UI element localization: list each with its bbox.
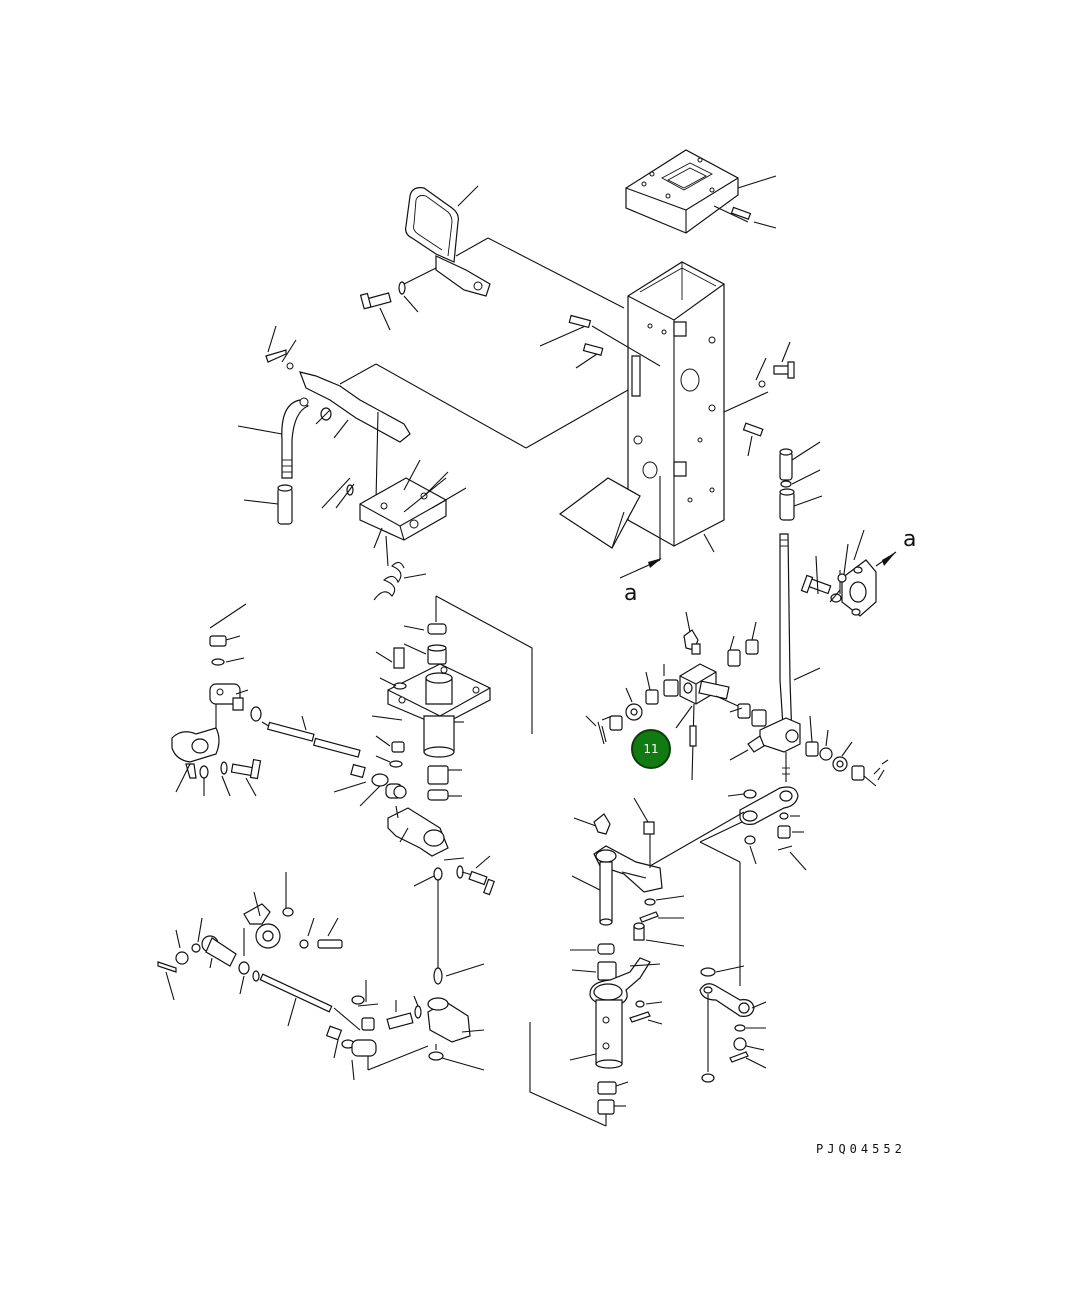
console-cover	[626, 150, 776, 233]
right-control-lever	[760, 442, 896, 786]
handle-assembly	[361, 186, 624, 330]
left-linkage	[172, 604, 402, 806]
view-marker-a-right: a	[903, 527, 916, 552]
view-markers: a a	[624, 527, 916, 606]
pivot-block-assembly	[586, 612, 766, 780]
lower-right-linkage	[530, 787, 806, 1126]
column-housing	[540, 262, 794, 578]
callout-11[interactable]: 11	[632, 730, 670, 768]
drawing-number: PJQ04552	[816, 1142, 906, 1156]
view-marker-a-left: a	[624, 581, 637, 606]
center-shaft-assembly	[334, 596, 532, 1070]
lower-left-linkage	[158, 872, 376, 1080]
lever-assembly	[238, 326, 628, 600]
callout-label: 11	[643, 742, 658, 756]
